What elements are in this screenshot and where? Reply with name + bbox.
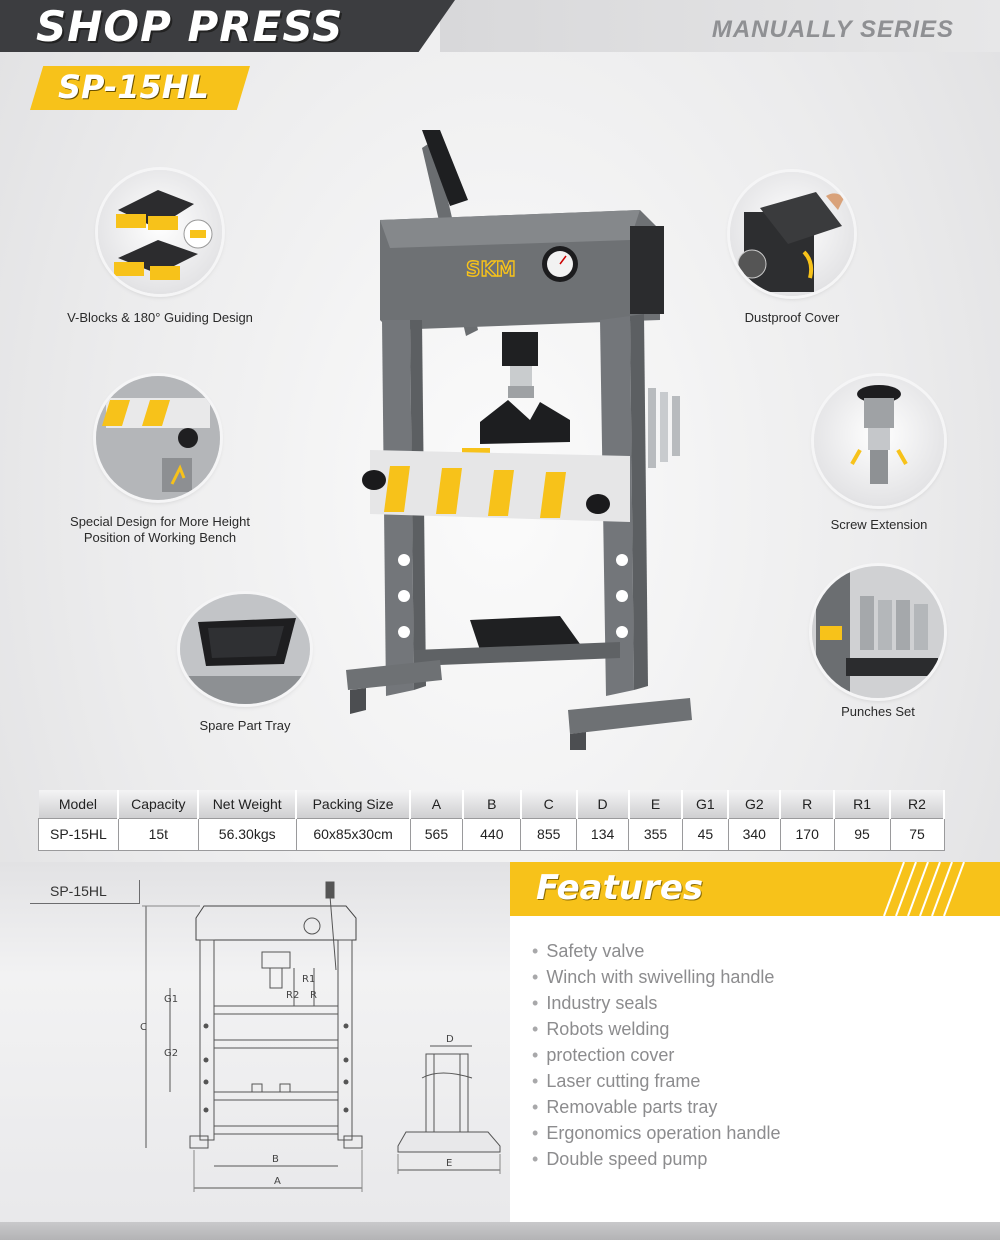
list-item: •protection cover [532,1045,675,1065]
spec-header: E [628,790,684,818]
spec-cell: 60x85x30cm [295,817,411,851]
technical-drawing: C G2 G1 R2 R1 R B A D E [130,870,520,1210]
dim-label-e: E [446,1158,452,1169]
screw-extension-image [814,376,944,506]
spec-cell: 340 [727,817,781,851]
decorative-stripes [883,862,965,916]
dim-label-r: R [310,990,317,1001]
model-badge [30,66,250,110]
spec-cell: 565 [409,817,464,851]
list-item: •Robots welding [532,1019,670,1039]
list-item: •Laser cutting frame [532,1071,701,1091]
dim-label-g2: G2 [164,1048,178,1059]
screw-extension-label: Screw Extension [830,517,928,532]
dustproof-cover-image [730,172,854,296]
spec-header: B [462,790,522,818]
spec-header: A [410,790,464,818]
list-item: •Industry seals [532,993,658,1013]
shop-press-image: SKM [330,130,700,750]
spec-header: R2 [890,790,945,818]
spec-header: D [576,790,630,818]
spec-header: G1 [682,790,730,818]
dustproof-cover-label: Dustproof Cover [744,310,840,325]
press-brand-text: SKM [466,257,516,281]
v-blocks-label: V-Blocks & 180° Guiding Design [67,310,253,325]
list-item: •Removable parts tray [532,1097,718,1117]
spec-header: Packing Size [296,790,411,818]
spec-header: R1 [834,790,891,818]
features-list: •Safety valve •Winch with swivelling han… [532,938,780,1172]
page-title: SHOP PRESS [36,2,344,51]
spec-header: R [780,790,836,818]
dim-label-r1: R1 [302,974,315,985]
dim-label-r2: R2 [286,990,299,1001]
bench-height-image [96,376,220,500]
spec-cell: 440 [462,817,522,851]
spec-cell: SP-15HL [38,817,119,851]
spec-header: Net Weight [198,790,298,818]
dim-label-g1: G1 [164,994,178,1005]
list-item: •Safety valve [532,941,645,961]
spec-cell: 15t [117,817,199,851]
spec-cell: 355 [628,817,683,851]
header-bar-right [440,0,1000,52]
spec-cell: 134 [576,817,630,851]
list-item: •Ergonomics operation handle [532,1123,781,1143]
spare-tray-image [180,594,310,704]
spec-data-row: SP-15HL 15t 56.30kgs 60x85x30cm 565 440 … [38,817,945,851]
punches-set-label: Punches Set [841,704,915,719]
v-blocks-image [98,170,222,294]
spec-cell: 170 [779,817,835,851]
header-bar-left [0,0,455,52]
spec-table: Model Capacity Net Weight Packing Size A… [38,790,945,851]
footer-bar [0,1222,1000,1240]
series-label: MANUALLY SERIES [711,16,954,43]
drawing-panel [0,862,510,1240]
dim-label-b: B [272,1154,279,1165]
model-badge-text: SP-15HL [58,68,209,106]
spec-header: C [520,790,578,818]
spec-cell: 56.30kgs [197,817,297,851]
spec-cell: 855 [520,817,578,851]
spec-header: G2 [728,790,782,818]
punches-set-image [812,566,944,698]
spec-header: Capacity [118,790,200,818]
drawing-model-tag: SP-15HL [30,880,140,904]
list-item: •Double speed pump [532,1149,708,1169]
features-title: Features [536,868,704,908]
spec-cell: 75 [889,817,945,851]
dim-label-c: C [140,1022,147,1033]
spec-cell: 45 [681,817,729,851]
dim-label-a: A [274,1176,281,1187]
spec-cell: 95 [833,817,891,851]
features-panel [510,862,1000,1240]
dim-label-d: D [446,1034,454,1045]
spare-tray-label: Spare Part Tray [199,718,291,733]
spec-header-row: Model Capacity Net Weight Packing Size A… [38,790,945,818]
spec-header: Model [38,790,120,818]
bench-height-label: Special Design for More Height Position … [70,514,250,545]
list-item: •Winch with swivelling handle [532,967,775,987]
